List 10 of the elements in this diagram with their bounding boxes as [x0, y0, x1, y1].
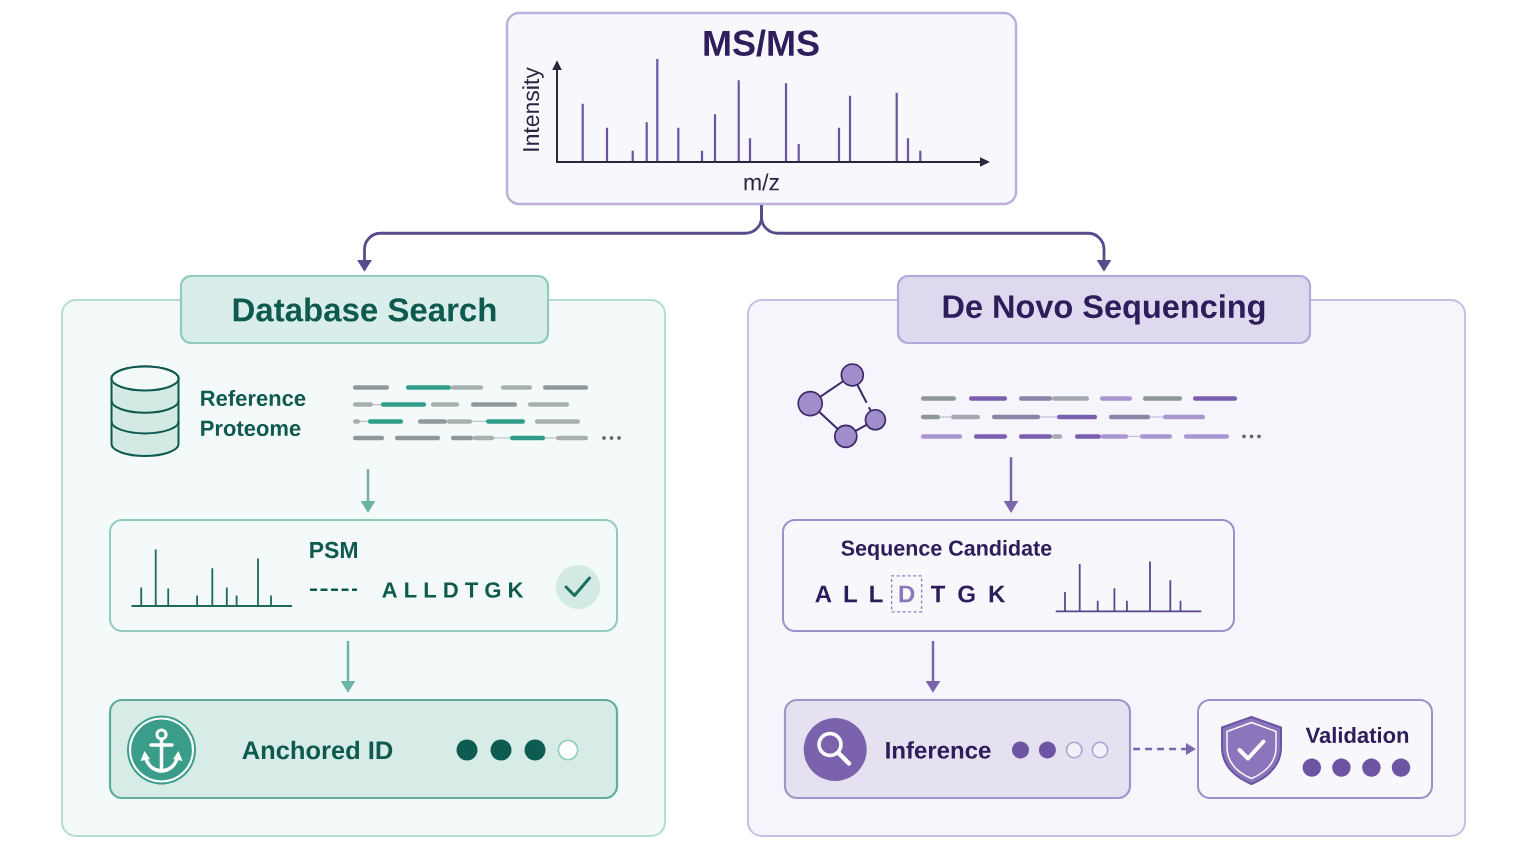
- heading-tab: Database Search: [179, 274, 550, 345]
- heading-tab: De Novo Sequencing: [896, 274, 1312, 345]
- sequence-text: T G K: [931, 585, 1006, 603]
- axis-label: Intensity: [522, 67, 544, 151]
- text-label: Reference Proteome: [201, 389, 306, 437]
- result-box: Anchored ID: [108, 698, 619, 800]
- sequence-text: A L L: [815, 585, 883, 603]
- sequence-text: A L L D T G K: [382, 582, 524, 598]
- axis-label: m/z: [744, 173, 779, 191]
- highlight-box: D: [890, 575, 923, 613]
